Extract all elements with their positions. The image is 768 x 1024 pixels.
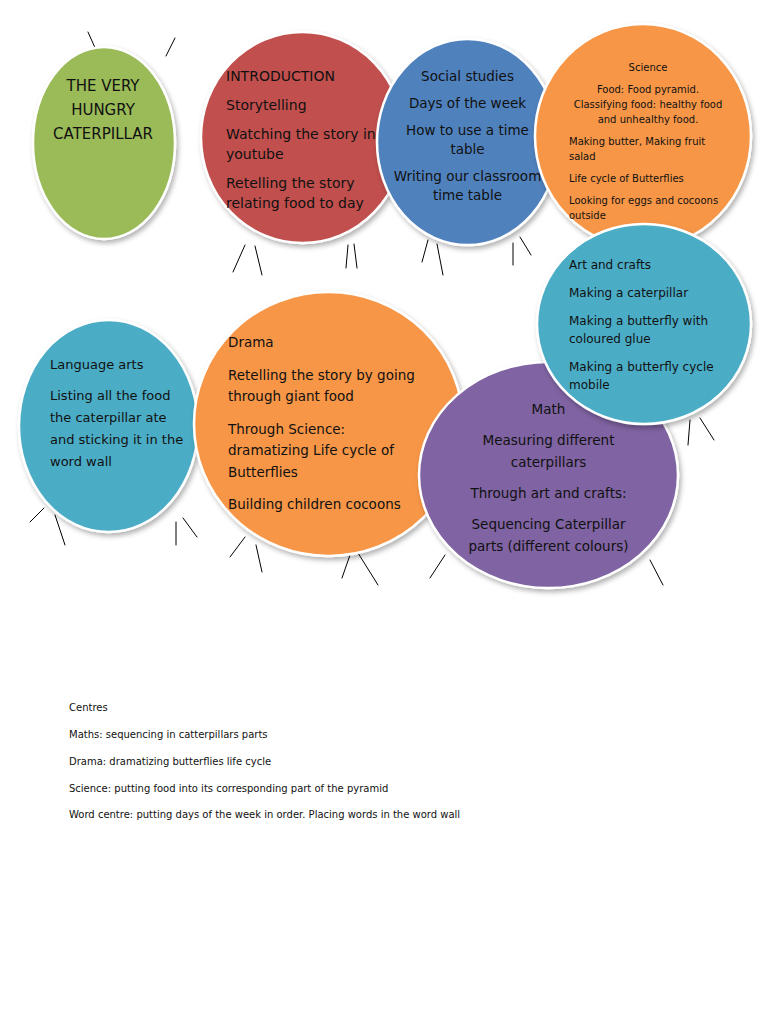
topic-circle: INTRODUCTION StorytellingWatching the sto…: [199, 30, 406, 245]
leg: [176, 522, 177, 545]
topic-circle: Social studiesDays of the weekHow to use…: [375, 37, 560, 247]
activity-text: Watching the story in youtube: [226, 124, 394, 164]
leg: [230, 537, 245, 557]
activity-text: Through Science: dramatizing Life cycle …: [228, 419, 426, 484]
section-heading: Centres: [69, 702, 108, 713]
topic-circle: DramaRetelling the story by going throug…: [192, 290, 465, 558]
topic-circle: ScienceFood: Food pyramid. Classifying f…: [533, 22, 753, 250]
leg: [422, 240, 428, 262]
leg: [358, 553, 378, 585]
circle-fill: [537, 224, 751, 424]
leg: [688, 420, 690, 445]
leg: [55, 515, 65, 545]
activity-text: Listing all the food the caterpillar ate…: [50, 385, 188, 473]
activity-text: Making a butterfly cycle mobile: [569, 358, 731, 394]
circle-outline: [17, 318, 200, 534]
leg: [430, 555, 445, 578]
leg: [30, 508, 44, 522]
leg: [437, 244, 443, 275]
topic-circle: Language artsListing all the food the ca…: [17, 318, 200, 534]
activity-text: Days of the week: [389, 94, 546, 113]
title-circle: THE VERY HUNGRY CATERPILLAR: [31, 45, 177, 241]
circle-content: DramaRetelling the story by going throug…: [228, 332, 426, 516]
leg: [700, 418, 714, 440]
centre-note: Drama: dramatizing butterflies life cycl…: [69, 756, 271, 767]
circle-fill: [377, 39, 558, 245]
circle-content: Art and craftsMaking a caterpillarMaking…: [569, 256, 731, 394]
topic-heading: INTRODUCTION: [226, 66, 394, 86]
circle-fill: [19, 320, 198, 532]
leg: [520, 237, 531, 255]
leg: [183, 518, 197, 537]
circle-content: MathMeasuring different caterpillarsThro…: [455, 398, 642, 557]
leg: [513, 243, 514, 265]
activity-text: Making a caterpillar: [569, 284, 731, 302]
activity-text: Making a butterfly with coloured glue: [569, 312, 731, 348]
activity-text: Retelling the story by going through gia…: [228, 365, 426, 408]
circle-fill: [535, 24, 751, 248]
circle-content: Language artsListing all the food the ca…: [50, 354, 188, 473]
activity-text: Food: Food pyramid. Classifying food: he…: [569, 82, 727, 127]
topic-heading: Social studies: [389, 67, 546, 86]
activity-text: Through art and crafts:: [455, 482, 642, 504]
leg: [256, 545, 262, 572]
activity-text: How to use a time table: [389, 121, 546, 159]
circle-content: INTRODUCTION StorytellingWatching the sto…: [226, 66, 394, 213]
centre-note: Science: putting food into its correspon…: [69, 783, 388, 794]
topic-heading: Language arts: [50, 354, 188, 376]
activity-text: Making butter, Making fruit salad: [569, 134, 727, 164]
circle-fill: [419, 362, 678, 588]
leg: [650, 560, 663, 585]
leg: [354, 244, 357, 268]
centre-note: Maths: sequencing in catterpillars parts: [69, 729, 268, 740]
topic-circle: Art and craftsMaking a caterpillarMaking…: [535, 222, 753, 426]
topic-heading: THE VERY HUNGRY CATERPILLAR: [41, 74, 165, 146]
activity-text: Retelling the story relating food to day: [226, 173, 394, 213]
leg: [342, 555, 350, 578]
centre-note: Word centre: putting days of the week in…: [69, 809, 460, 820]
circle-content: ScienceFood: Food pyramid. Classifying f…: [569, 60, 727, 223]
antenna: [166, 38, 175, 56]
circle-fill: [201, 32, 404, 243]
circle-fill: [33, 47, 175, 239]
leg: [233, 245, 245, 272]
topic-heading: Art and crafts: [569, 256, 731, 274]
activity-text: Storytelling: [226, 95, 394, 115]
activity-text: Measuring different caterpillars: [455, 429, 642, 473]
circle-content: Social studiesDays of the weekHow to use…: [389, 67, 546, 205]
activity-text: Looking for eggs and cocoons outside: [569, 193, 727, 223]
circle-content: THE VERY HUNGRY CATERPILLAR: [41, 74, 165, 146]
leg: [346, 245, 348, 268]
activity-text: Sequencing Caterpillar parts (different …: [455, 513, 642, 557]
activity-text: Life cycle of Butterflies: [569, 171, 727, 186]
topic-heading: Drama: [228, 332, 426, 354]
leg: [255, 246, 262, 275]
topic-heading: Science: [569, 60, 727, 75]
activity-text: Writing our classroom time table: [389, 167, 546, 205]
circle-fill: [194, 292, 463, 556]
activity-text: Building children cocoons: [228, 494, 426, 516]
